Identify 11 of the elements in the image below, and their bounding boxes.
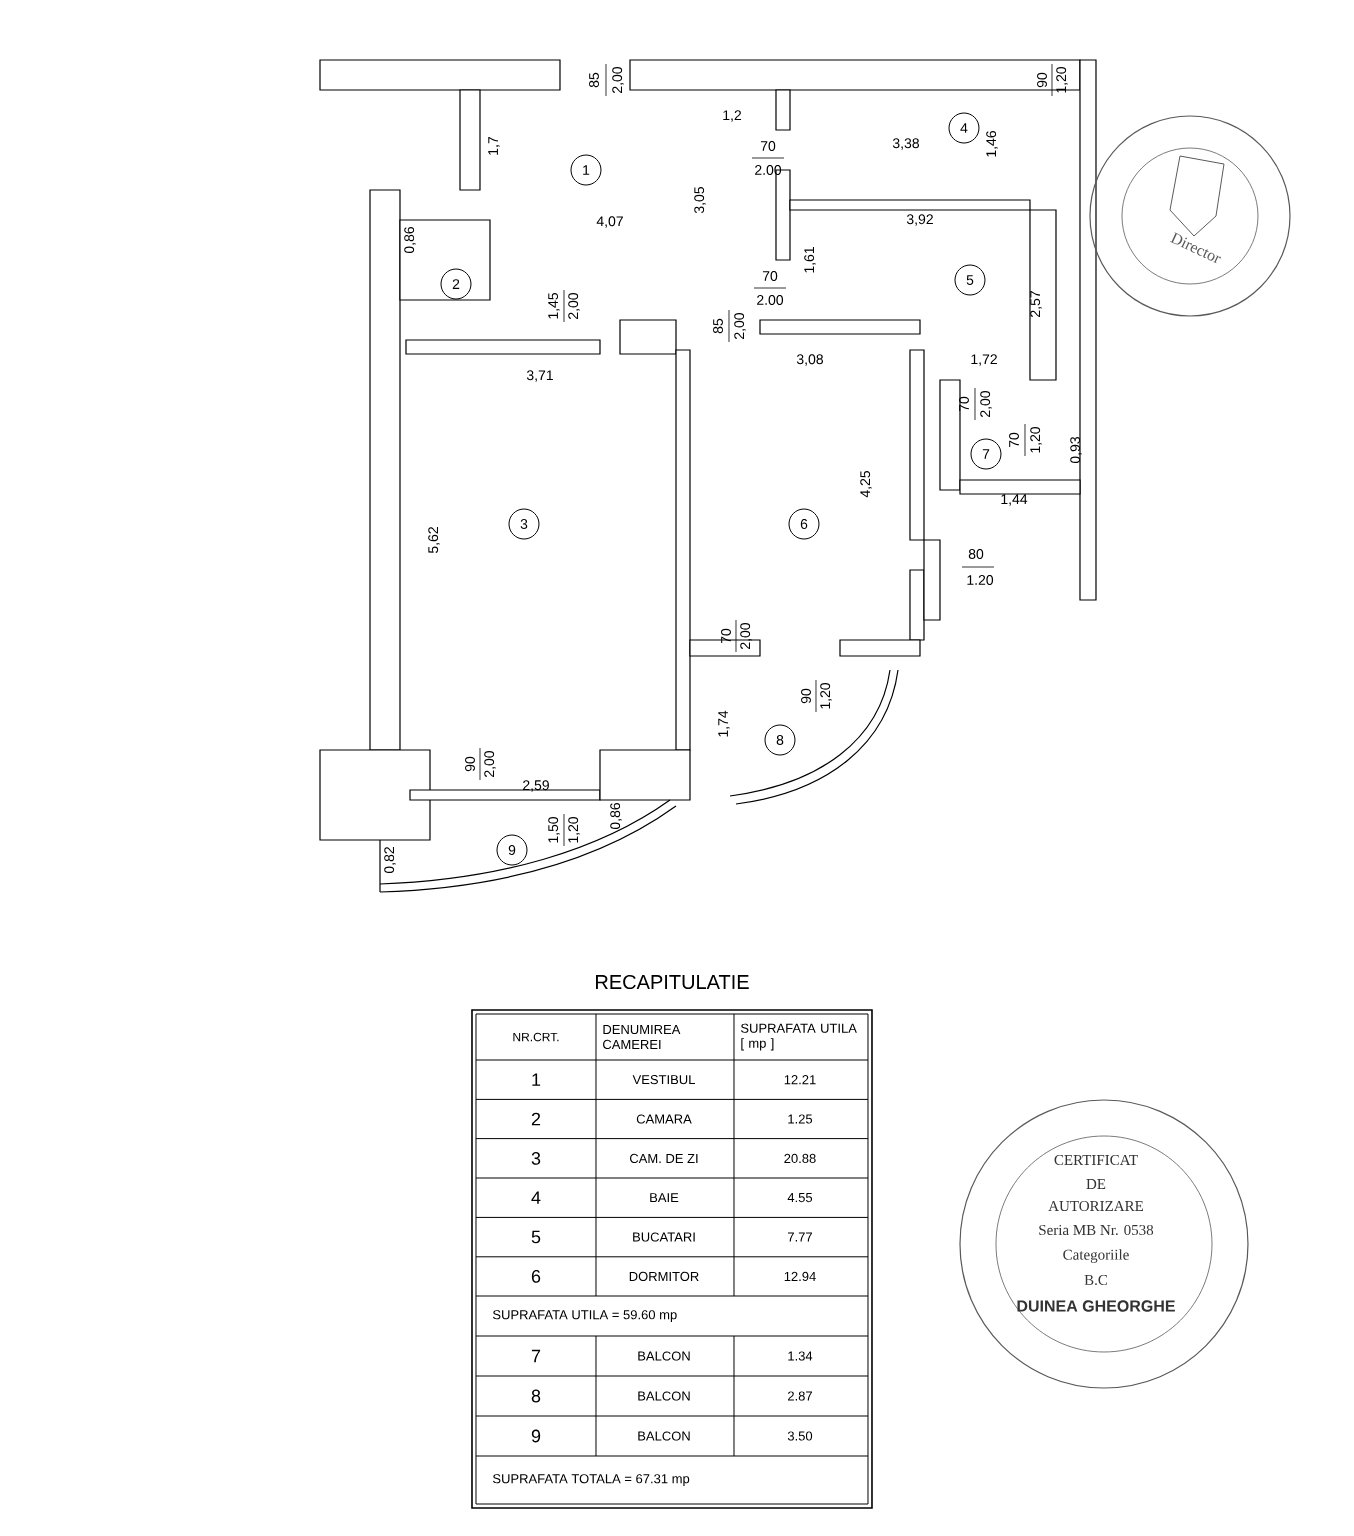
stamp-text: DUINEA GHEORGHE [1017, 1300, 1175, 1312]
table-cell: 8 [531, 1389, 541, 1403]
table-cell: 7 [531, 1349, 541, 1363]
table-cell: 3 [531, 1152, 541, 1165]
table-cell: 4 [531, 1191, 541, 1204]
table-cell: 5 [531, 1230, 541, 1244]
table-cell: 6 [531, 1270, 541, 1283]
table-cell: 2 [531, 1112, 541, 1126]
table-cell: 9 [531, 1429, 541, 1443]
table-cell: 1 [532, 1073, 541, 1086]
table-title: RECAPITULATIE [596, 974, 749, 990]
